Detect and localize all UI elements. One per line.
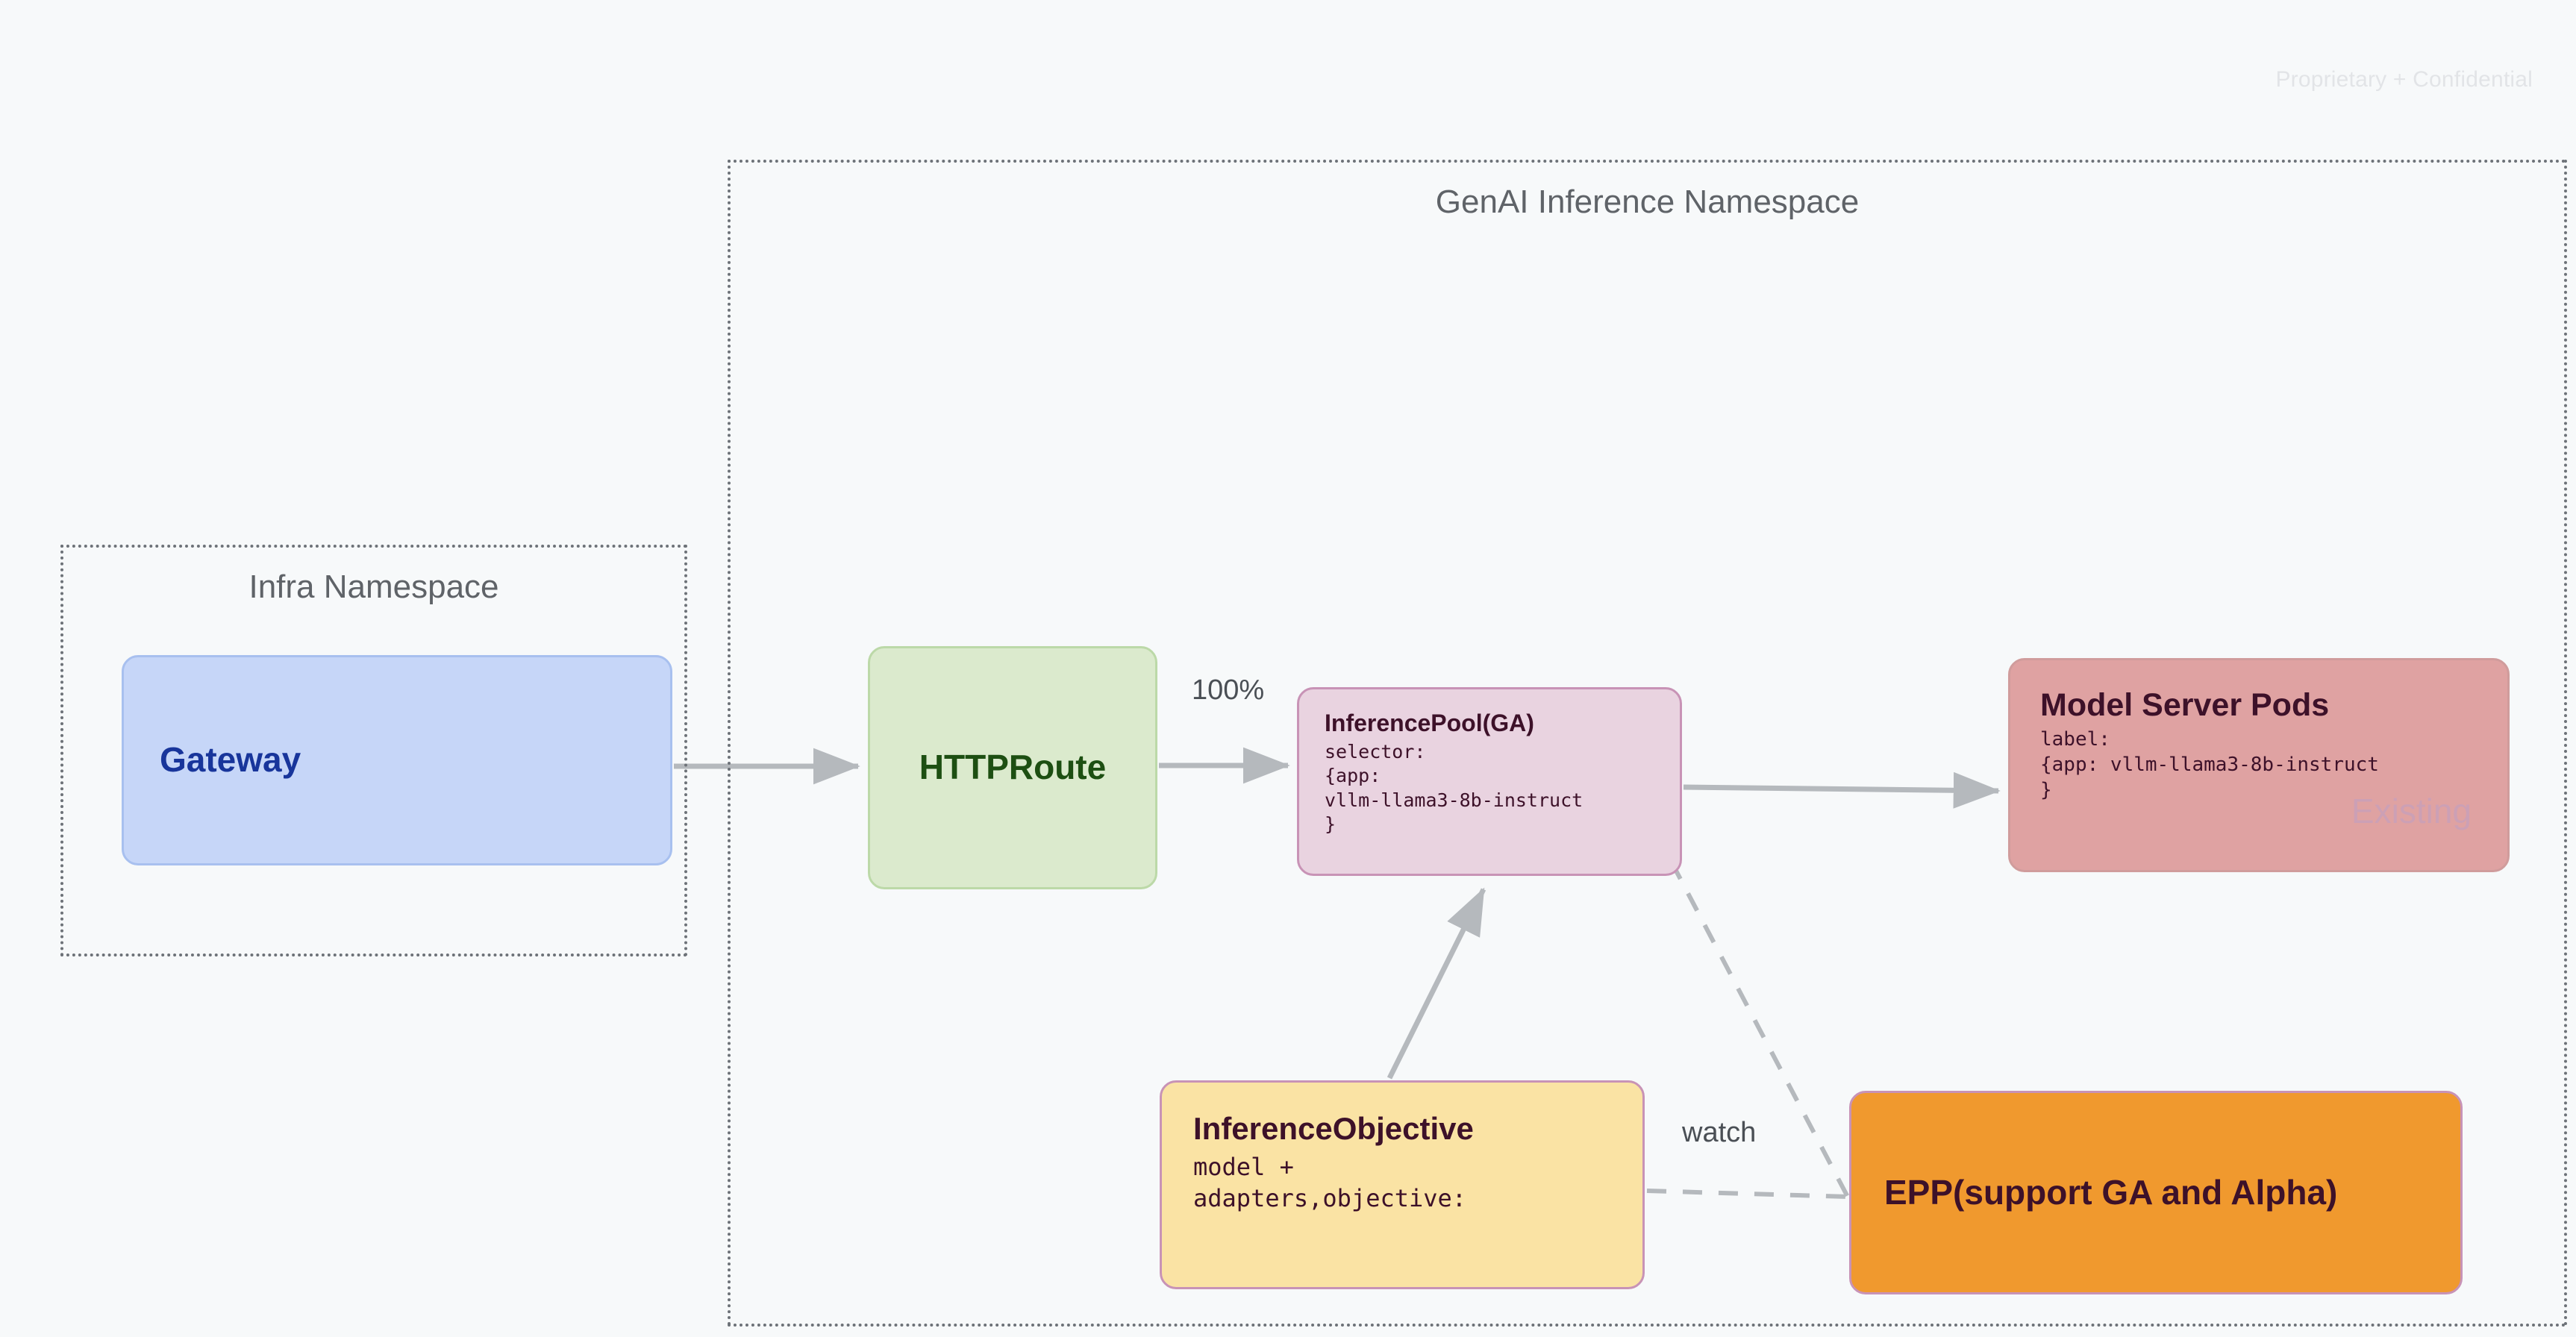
node-inference-objective-body: model + adapters,objective: <box>1193 1153 1467 1212</box>
namespace-genai-inference-title: GenAI Inference Namespace <box>1435 184 1860 220</box>
node-inference-pool-title: InferencePool(GA) <box>1325 710 1534 736</box>
namespace-infra-title: Infra Namespace <box>248 569 499 605</box>
node-epp-title: EPP(support GA and Alpha) <box>1884 1172 2338 1212</box>
node-model-server-pods-title: Model Server Pods <box>2040 687 2330 723</box>
node-inference-pool-body: selector: {app: vllm-llama3-8b-instruct … <box>1325 740 1584 836</box>
node-epp[interactable]: EPP(support GA and Alpha) <box>1849 1091 2463 1294</box>
node-inference-objective-title: InferenceObjective <box>1193 1111 1474 1146</box>
namespace-genai-inference <box>728 160 2567 1327</box>
node-inference-pool[interactable]: InferencePool(GA) selector: {app: vllm-l… <box>1297 687 1682 876</box>
node-httproute[interactable]: HTTPRoute <box>868 646 1157 889</box>
namespace-infra <box>60 545 687 956</box>
node-gateway-title: Gateway <box>160 740 301 780</box>
edge-label-traffic-split: 100% <box>1192 674 1265 706</box>
confidential-watermark: Proprietary + Confidential <box>2275 67 2533 92</box>
node-model-server-pods-body: label: {app: vllm-llama3-8b-instruct } <box>2040 728 2379 801</box>
node-model-server-pods[interactable]: Model Server Pods label: {app: vllm-llam… <box>2008 658 2510 872</box>
node-gateway[interactable]: Gateway <box>122 655 672 865</box>
edge-label-watch: watch <box>1682 1117 1757 1148</box>
node-inference-objective[interactable]: InferenceObjective model + adapters,obje… <box>1160 1080 1645 1289</box>
node-httproute-title: HTTPRoute <box>919 748 1107 787</box>
